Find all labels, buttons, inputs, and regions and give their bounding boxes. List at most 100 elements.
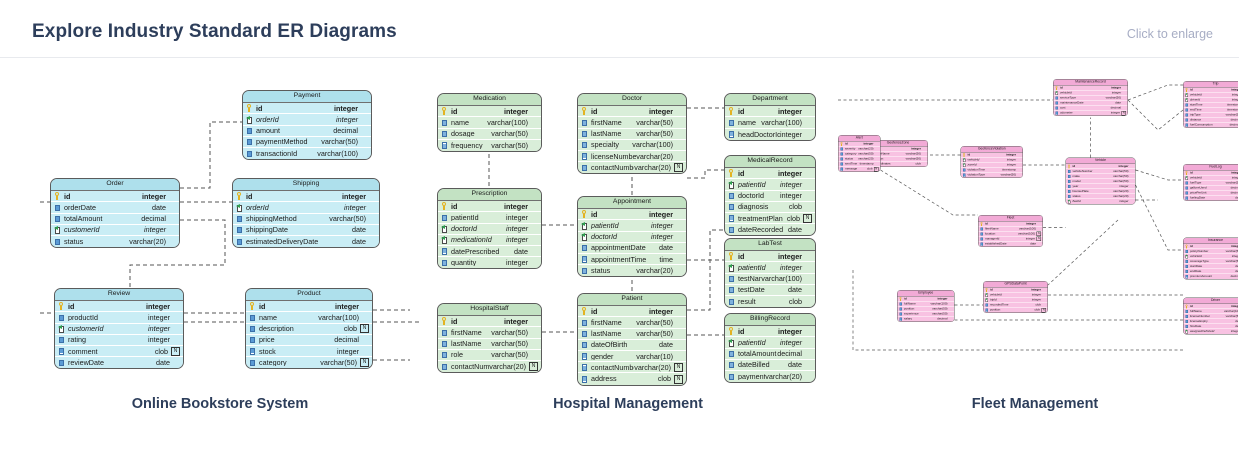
er-table-labtest[interactable]: LabTestidintegerpatientIdintegertestName… [724, 238, 816, 309]
nullable-badge [173, 325, 180, 332]
column-icon [728, 361, 735, 369]
er-column-row: gallonsUseddecimal [1183, 185, 1238, 191]
nullable-badge [1130, 185, 1134, 189]
column-icon [840, 167, 844, 171]
er-column-name: comment [68, 347, 98, 355]
er-column-type: varchar(50) [858, 152, 874, 156]
er-table-title: Patient [578, 294, 686, 307]
er-column-row: driverIdinteger [1183, 97, 1238, 103]
column-icon [441, 119, 448, 127]
er-column-type: integer [780, 337, 802, 347]
er-column-name: specialty [591, 141, 619, 149]
nullable-badge [1130, 195, 1134, 199]
column-icon [1067, 179, 1072, 184]
nullable-badge [1043, 303, 1047, 307]
er-column-name: patientId [738, 263, 766, 272]
nullable-badge [1123, 106, 1127, 110]
er-column-type: integer [336, 114, 358, 124]
er-table-driver[interactable]: DriveridintegerfullNamevarchar(100)licen… [1183, 297, 1238, 335]
foreign-key-icon [1185, 98, 1189, 102]
er-table-trip[interactable]: TripidintegervehicleIdintegerdriverIdint… [1183, 81, 1238, 129]
nullable-badge [369, 226, 376, 233]
er-column-type: clob [786, 213, 800, 223]
er-column-name: id [591, 107, 598, 115]
er-column-type: integer [1118, 164, 1129, 168]
er-column-type: integer [1119, 184, 1129, 188]
nullable-badge [1130, 200, 1134, 204]
column-icon [581, 375, 588, 383]
column-icon [1067, 184, 1072, 189]
column-icon [1185, 103, 1189, 107]
er-table-fuellog[interactable]: FuelLogidintegervehicleIdintegerfuelType… [1183, 164, 1238, 202]
er-column-type: date [659, 340, 673, 350]
er-column-name: fuelConsumption [1190, 123, 1213, 127]
primary-key-icon [899, 296, 903, 301]
column-icon [962, 168, 967, 172]
er-column-type: varchar(20) [489, 362, 526, 372]
foreign-key-icon [1185, 176, 1189, 180]
column-icon [1185, 108, 1189, 112]
er-table-geofencezone[interactable]: GeofenceZoneidintegerzoneNamevarchar(50)… [868, 140, 928, 168]
er-column-type: integer [778, 168, 802, 178]
er-table-title: Product [246, 289, 372, 302]
er-column-name: firstName [591, 118, 622, 127]
column-icon [1185, 309, 1189, 314]
column-icon [581, 341, 588, 349]
er-column-name: patientId [591, 221, 619, 230]
er-column-name: assignedVehicleId [1190, 330, 1215, 334]
nullable-badge: N [1036, 231, 1041, 237]
nullable-badge [676, 141, 683, 148]
column-icon [728, 298, 735, 306]
er-column-type: date [1235, 319, 1238, 323]
er-column-name: vehicleId [1060, 91, 1072, 95]
column-icon [1185, 113, 1189, 117]
column-icon [1185, 269, 1189, 274]
er-table-title: GeofenceViolation [961, 146, 1023, 153]
nullable-badge [1130, 190, 1134, 194]
er-column-type: varchar(100) [318, 312, 359, 322]
er-table-insurance[interactable]: InsuranceidintegerpolicyNumbervarchar(50… [1183, 237, 1238, 280]
er-column-name: sentTime [845, 162, 858, 166]
foreign-key-icon [1055, 91, 1059, 95]
er-column-type: varchar(50) [321, 137, 358, 147]
er-column-name: price [259, 336, 275, 344]
er-column-type: decimal [1230, 118, 1238, 122]
er-column-name: id [451, 202, 458, 210]
er-column-name: serviceType [1060, 96, 1077, 100]
